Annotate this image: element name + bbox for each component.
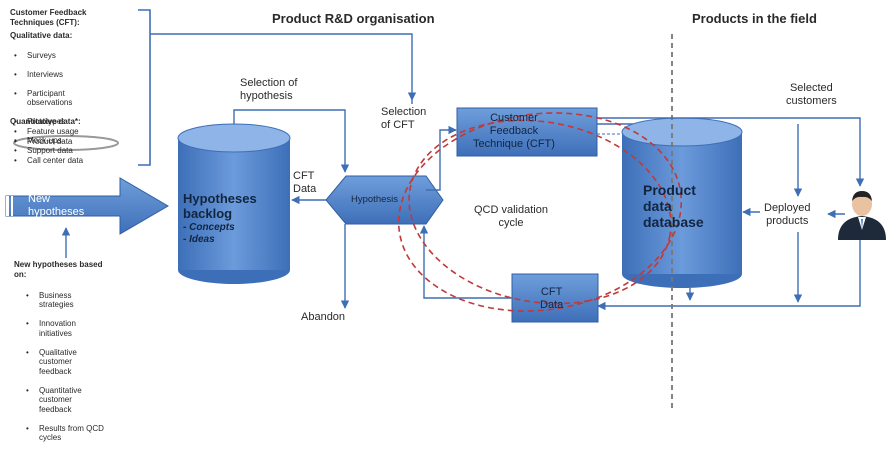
list-item: Results from QCD cycles — [26, 424, 104, 443]
hypothesis-shape — [325, 175, 444, 225]
bases-heading: New hypotheses based on: — [14, 260, 103, 279]
quantitative-heading: Quantitative data*: — [10, 117, 81, 126]
list-item: Product data — [14, 137, 83, 147]
bases-list: Business strategies Innovation initiativ… — [26, 281, 104, 452]
quantitative-list: Feature usage Product data Support data … — [14, 127, 83, 165]
selected-customers-line — [597, 117, 865, 187]
cft-data-box-label: CFT Data — [540, 286, 564, 311]
list-item: Interviews — [14, 70, 72, 80]
qcd-cycle-ring-inner — [408, 119, 672, 305]
diagram: Customer Feedback Techniques (CFT): Qual… — [0, 0, 896, 411]
selection-hypothesis-line — [233, 109, 350, 173]
list-item: Innovation initiatives — [26, 319, 104, 338]
list-item: Feature usage — [14, 127, 83, 137]
selection-of-cft-label: Selection of CFT — [381, 106, 427, 131]
list-item: Participant observations — [14, 89, 72, 108]
backlog-item: - Ideas — [183, 234, 215, 245]
backlog-title: Hypotheses backlog — [183, 191, 257, 221]
list-item: Qualitative customer feedback — [26, 348, 104, 377]
diagram-shapes — [5, 9, 886, 411]
list-item: Prototypes — [14, 117, 72, 127]
abandon-label: Abandon — [301, 311, 346, 323]
qcd-cycle-label: QCD validation cycle — [474, 204, 548, 229]
deployed-products-label: Deployed products — [764, 202, 811, 227]
list-item: Call center data — [14, 156, 83, 166]
database-cylinder — [621, 117, 743, 288]
list-item: Business strategies — [26, 291, 104, 310]
cft-box-label: Customer Feedback Technique (CFT) — [473, 112, 555, 150]
cft-data-box — [511, 273, 599, 323]
cft-panel-title: Customer Feedback Techniques (CFT): — [10, 8, 87, 27]
hyp-to-cft-line — [426, 125, 457, 191]
person-icon — [838, 191, 886, 240]
new-hypotheses-label: New hypotheses — [28, 193, 85, 218]
qualitative-heading: Qualitative data: — [10, 31, 73, 40]
list-item: Quantitative customer feedback — [26, 386, 104, 415]
cft-box — [456, 107, 598, 157]
field-return-line — [597, 235, 861, 311]
cftdata-to-hyp-line — [419, 225, 512, 299]
list-item: Support data — [14, 146, 83, 156]
list-item: Surveys — [14, 51, 72, 61]
cft-to-selection-line — [150, 33, 417, 101]
database-label: Product data database — [643, 182, 704, 230]
section-title-rnd: Product R&D organisation — [272, 11, 435, 26]
new-hypotheses-arrow — [5, 177, 169, 235]
selection-of-hypothesis-label: Selection of hypothesis — [240, 77, 298, 102]
selected-customers-label: Selected customers — [786, 82, 837, 107]
qcd-cycle-ring-outer — [397, 112, 683, 312]
backlog-cylinder — [177, 123, 291, 284]
section-title-field: Products in the field — [692, 11, 817, 26]
hypothesis-label: Hypothesis — [351, 194, 398, 205]
cft-data-label: CFT Data — [293, 170, 317, 195]
backlog-items: - Concepts - Ideas — [183, 222, 235, 246]
backlog-item: - Concepts — [183, 222, 235, 233]
cft-bracket — [138, 9, 151, 166]
